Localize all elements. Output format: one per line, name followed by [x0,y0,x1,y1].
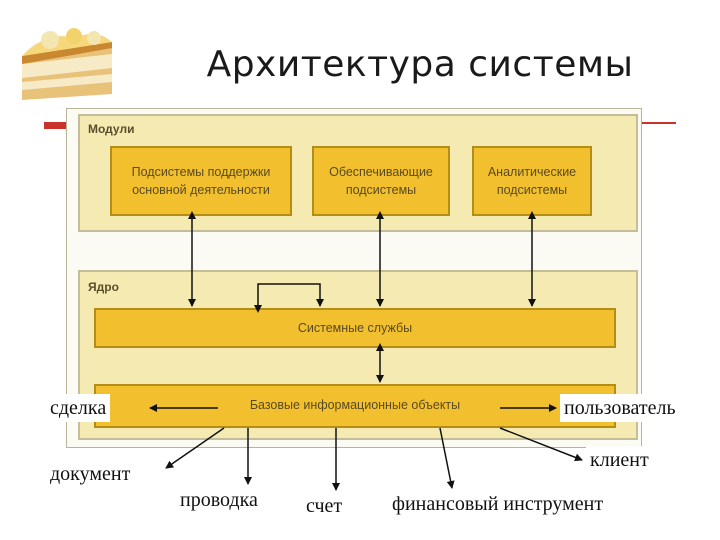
support-subsystems-line-1: Подсистемы поддержки [131,165,271,179]
analytic-subsystems-line-1: Аналитические [487,165,577,179]
title-rule-right [640,122,676,124]
user-label: пользователь [560,394,680,422]
providing-subsystems-line-2: подсистемы [345,183,417,197]
document-arrow [165,427,225,469]
core-panel-title: Ядро [88,280,119,294]
instrument-arrow [439,427,455,489]
providing-subsystems-box: Обеспечивающие подсистемы [312,146,450,216]
cake-slice-image [22,28,112,100]
base-objects-box: Базовые информационные объекты [94,384,616,428]
client-label: клиент [586,446,653,474]
client-arrow [499,427,583,462]
financial-instrument-label: финансовый инструмент [388,490,608,518]
services-loop-arrow [254,283,324,313]
account-label: счет [302,492,347,520]
system-services-label: Системные службы [297,321,413,335]
system-services-box: Системные службы [94,308,616,348]
slide-title: Архитектура системы [206,44,634,85]
support-subsystems-line-2: основной деятельности [132,183,270,197]
analytic-subsystems-line-2: подсистемы [496,183,568,197]
support-subsystems-box: Подсистемы поддержки основной деятельност… [110,146,292,216]
title-rule-left [44,122,66,129]
providing-subsystems-line-1: Обеспечивающие [329,165,433,179]
document-label: документ [46,460,135,488]
posting-label: проводка [176,486,262,514]
deal-label: сделка [46,394,111,422]
analytic-subsystems-box: Аналитические подсистемы [472,146,592,216]
modules-panel-title: Модули [88,122,135,136]
base-objects-label: Базовые информационные объекты [249,398,461,412]
